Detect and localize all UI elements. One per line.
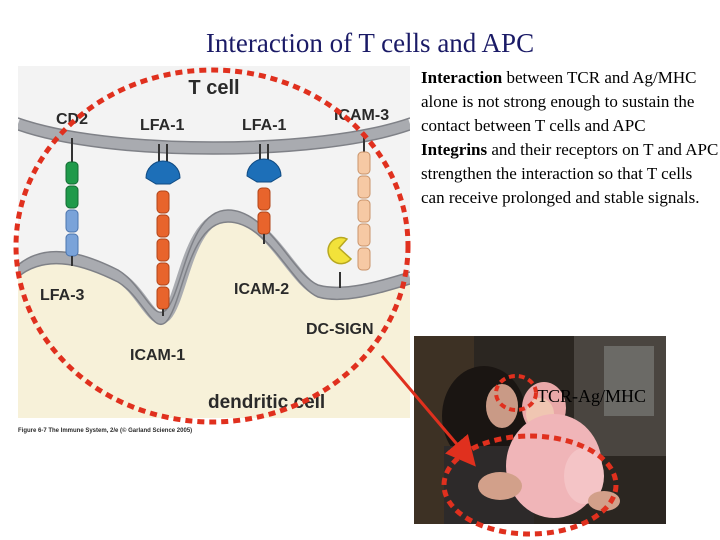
integrins-bold: Integrins <box>421 140 488 159</box>
lfa1-label-right: LFA-1 <box>242 117 287 134</box>
lfa3-segment <box>65 209 79 233</box>
icam2-segment <box>257 187 271 211</box>
icam1-segment <box>156 214 170 238</box>
icam1-label: ICAM-1 <box>130 347 185 364</box>
dcsign-label: DC-SIGN <box>306 321 374 338</box>
icam1-segment <box>156 190 170 214</box>
icam3-segment <box>357 199 371 223</box>
description-text: Interaction between TCR and Ag/MHC alone… <box>421 66 719 210</box>
lfa1-label-left: LFA-1 <box>140 117 185 134</box>
icam3-segment <box>357 247 371 271</box>
cd2-segment <box>65 161 79 185</box>
icam3-segment <box>357 175 371 199</box>
figure-svg: T cell CD2 LFA-1 LFA-1 ICAM-3 LFA-3 ICAM… <box>18 66 410 438</box>
lfa3-segment <box>65 233 79 257</box>
tcr-ag-mhc-label: TCR-Ag/MHC <box>537 386 647 406</box>
icam1-segment <box>156 286 170 310</box>
description-paragraph-2: Integrins and their receptors on T and A… <box>421 138 719 210</box>
cd2-label: CD2 <box>56 111 88 128</box>
icam3-segment <box>357 223 371 247</box>
icam1-segment <box>156 238 170 262</box>
dendritic-cell-label: dendritic cell <box>208 392 325 413</box>
slide-title: Interaction of T cells and APC <box>205 28 535 58</box>
description-paragraph-1: Interaction between TCR and Ag/MHC alone… <box>421 66 719 138</box>
icam2-segment <box>257 211 271 235</box>
icam1-segment <box>156 262 170 286</box>
figure-caption: Figure 6-7 The Immune System, 2/e (© Gar… <box>18 427 192 434</box>
cd2-segment <box>65 185 79 209</box>
integrins-text: and their receptors on T and APC strengt… <box>421 140 719 207</box>
cell-interaction-figure: T cell CD2 LFA-1 LFA-1 ICAM-3 LFA-3 ICAM… <box>18 66 410 438</box>
t-cell-label: T cell <box>188 77 239 99</box>
photo-illustration <box>414 336 666 524</box>
lfa3-label: LFA-3 <box>40 287 85 304</box>
icam2-label: ICAM-2 <box>234 281 289 298</box>
interaction-text: between TCR and Ag/MHC alone is not stro… <box>421 68 697 135</box>
icam3-segment <box>357 151 371 175</box>
mother-child-photo <box>414 336 666 524</box>
interaction-bold: Interaction <box>421 68 503 87</box>
icam3-label: ICAM-3 <box>334 107 389 124</box>
